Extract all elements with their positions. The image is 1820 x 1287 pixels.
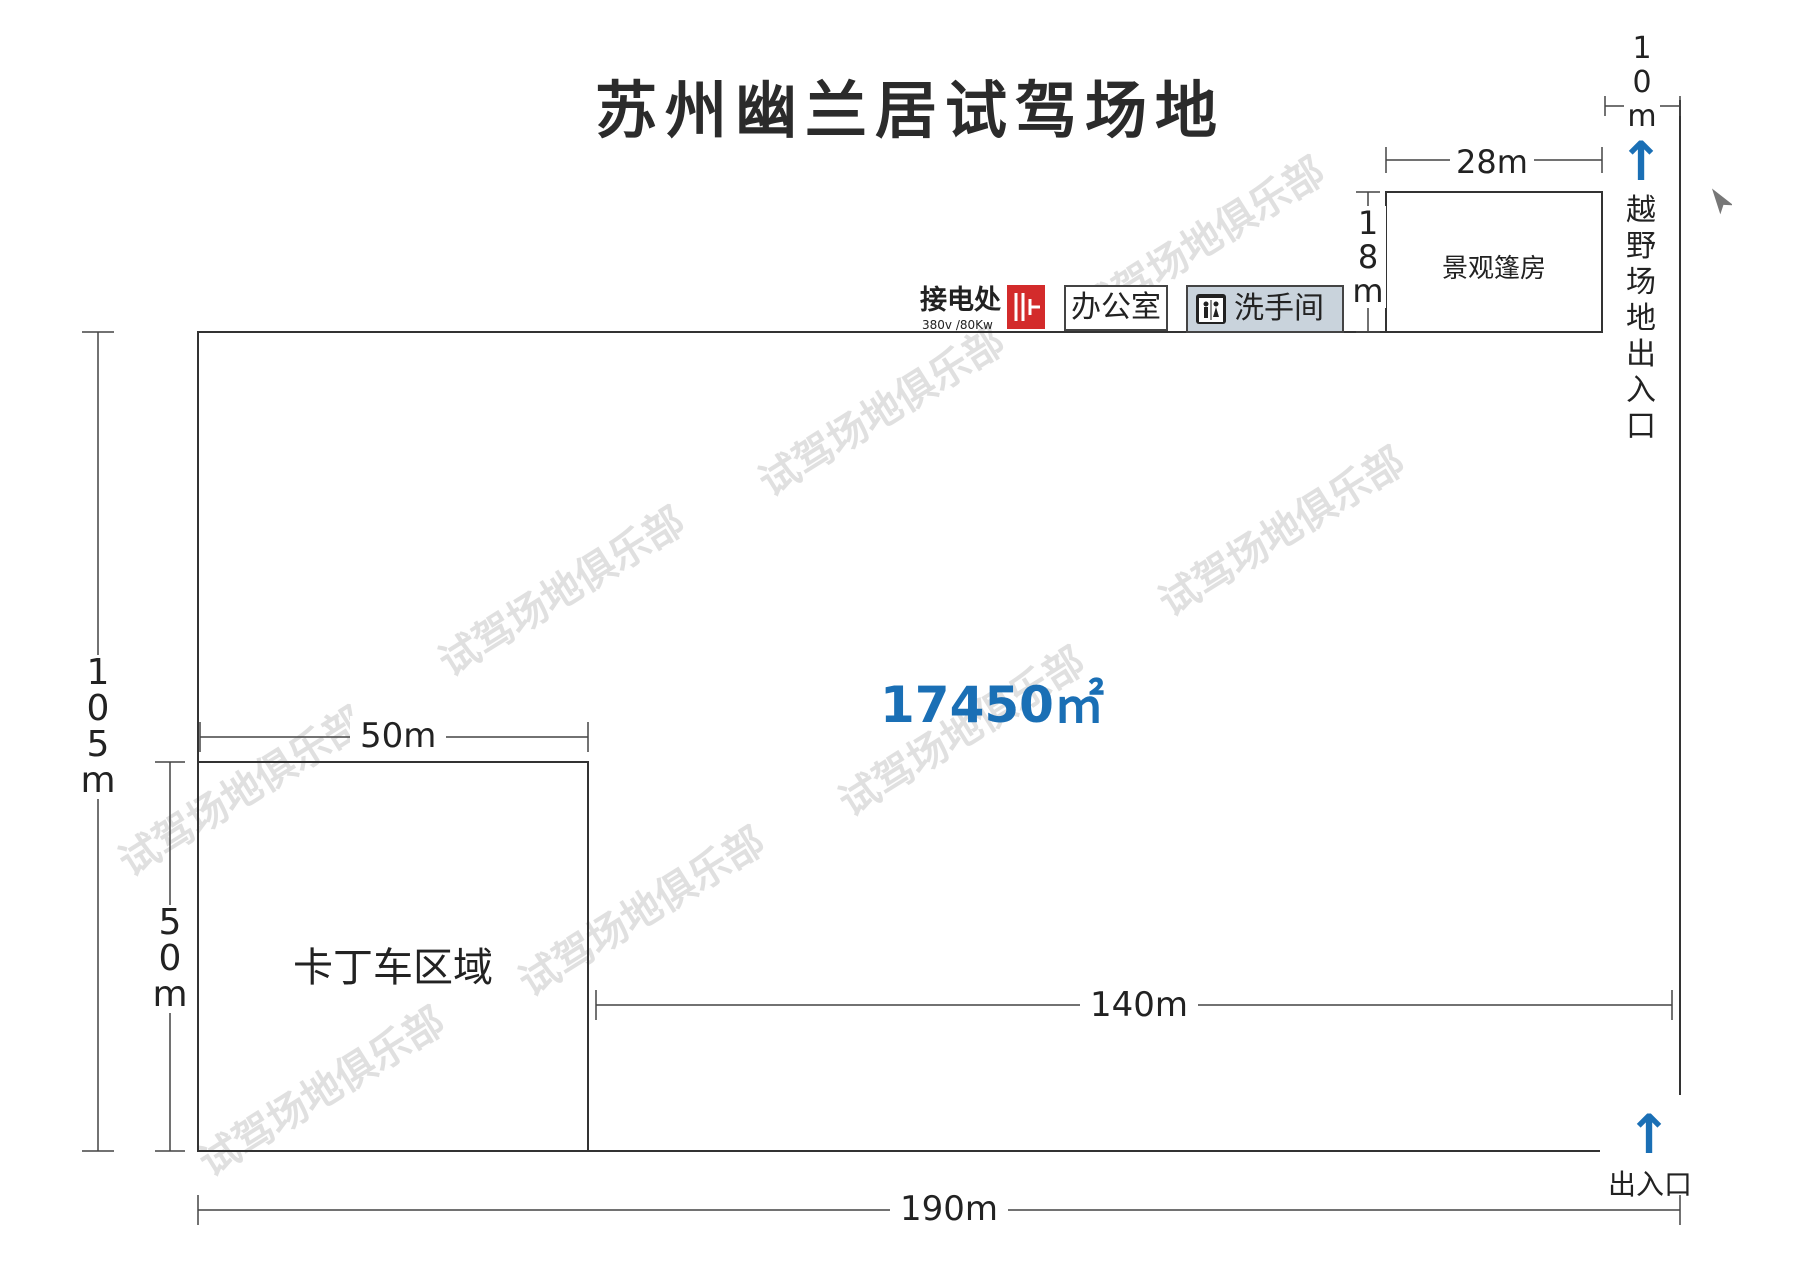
dim-height-char: m <box>80 760 116 801</box>
landscape-tent-label: 景观篷房 <box>1441 254 1546 284</box>
offroad-entrance-char: 出 <box>1626 337 1656 372</box>
dim-right-span: 140m <box>1080 985 1199 1025</box>
arrow-up-icon: ↑ <box>1626 1103 1672 1166</box>
offroad-entrance-char: 口 <box>1626 409 1656 444</box>
restroom-label: 洗手间 <box>1234 291 1324 326</box>
compass-icon <box>1708 182 1734 222</box>
dim-gap-char: 0 <box>1632 65 1652 100</box>
dim-kart-height-char: 0 <box>158 938 182 979</box>
dim-total-width: 190m <box>890 1189 1009 1229</box>
dim-tent-width: 28m <box>1450 145 1534 179</box>
area-label: 17450㎡ <box>880 676 1104 734</box>
dim-kart-width: 50m <box>350 716 447 756</box>
main-entrance-label: 出入口 <box>1607 1168 1692 1201</box>
offroad-entrance-char: 场 <box>1626 265 1656 300</box>
dim-tent-height: 1 8 m <box>1350 206 1386 308</box>
offroad-entrance-char: 越 <box>1626 193 1656 228</box>
dim-height-char: 1 <box>86 652 110 693</box>
dim-gap-char: 1 <box>1632 31 1652 66</box>
office-box: 办公室 <box>1064 285 1168 331</box>
page-title: 苏州幽兰居试驾场地 <box>594 74 1225 147</box>
dim-gap-char: m <box>1627 99 1657 134</box>
dim-kart-height-char: 5 <box>158 902 182 943</box>
office-label: 办公室 <box>1071 290 1161 325</box>
arrow-up-icon: ↑ <box>1618 130 1664 193</box>
offroad-entrance-label: 越 野 场 地 出 入 口 <box>1621 193 1661 445</box>
dim-tent-height-char: 1 <box>1357 204 1379 242</box>
dim-height-char: 5 <box>86 724 110 765</box>
restroom-icon <box>1196 294 1226 324</box>
restroom-box: 洗手间 <box>1186 285 1344 333</box>
power-label: 接电处 <box>920 285 1001 316</box>
dim-height-char: 0 <box>86 688 110 729</box>
dim-height: 1 0 5 m <box>80 655 116 799</box>
offroad-entrance-char: 地 <box>1626 301 1656 336</box>
kart-zone-label: 卡丁车区域 <box>293 945 493 991</box>
dim-tent-height-char: 8 <box>1357 238 1379 276</box>
dim-gap: 1 0 m <box>1624 32 1660 134</box>
dim-kart-height: 5 0 m <box>152 905 188 1013</box>
dim-kart-height-char: m <box>152 974 188 1015</box>
power-spec: 380v /80Kw <box>922 318 993 332</box>
offroad-entrance-char: 野 <box>1626 229 1656 264</box>
dim-tent-height-char: m <box>1352 272 1384 310</box>
power-icon <box>1007 285 1045 329</box>
offroad-entrance-char: 入 <box>1626 373 1656 408</box>
